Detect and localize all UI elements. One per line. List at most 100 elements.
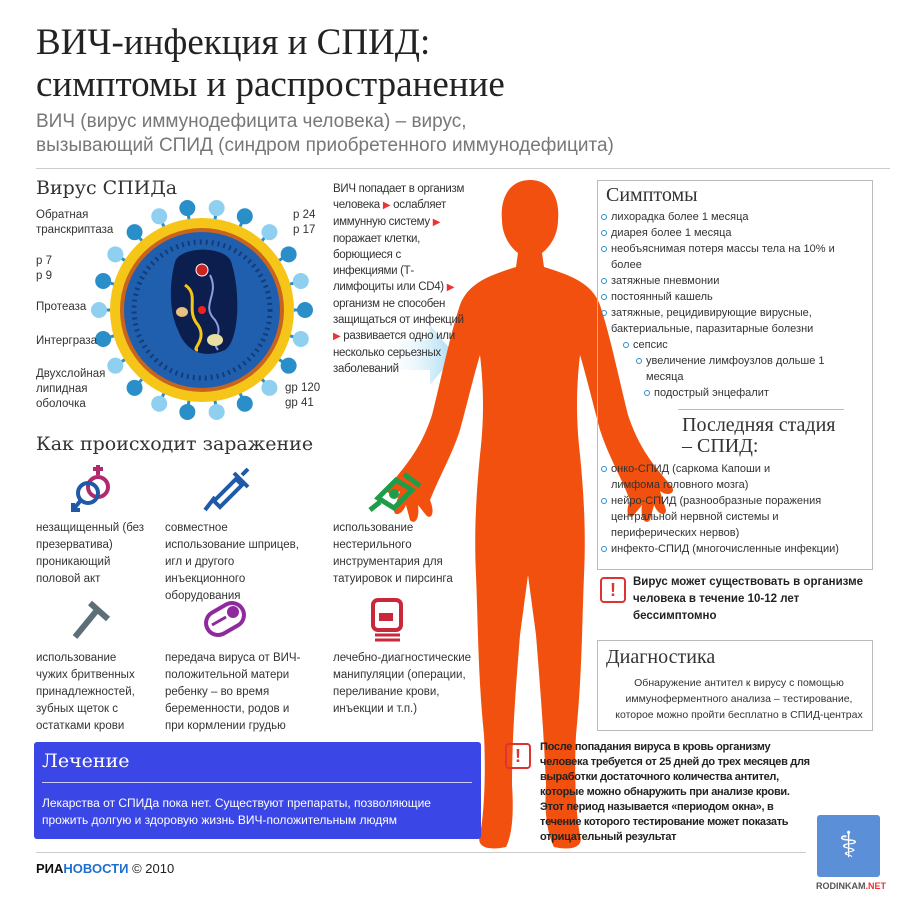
watermark: RODINKAM.NET xyxy=(816,881,886,891)
label-line: p 17 xyxy=(293,224,316,236)
label-line: gp 41 xyxy=(285,397,314,409)
progression-step: поражает клетки, борющиеся с инфекциями … xyxy=(333,233,444,293)
gender-symbols-icon xyxy=(71,465,110,512)
progression-step: ослабляет иммунную систему xyxy=(333,199,446,228)
infection-item: лечебно-диагностические манипуляции (опе… xyxy=(333,652,472,715)
symptom-item: постоянный кашель xyxy=(600,289,862,305)
virus-title: Вирус СПИДа xyxy=(36,177,178,199)
page-title: ВИЧ-инфекция и СПИД: симптомы и распрост… xyxy=(36,22,505,106)
virus-spike xyxy=(208,200,225,217)
title-line: Последняя стадия xyxy=(682,414,836,436)
label-line: Двухслойная xyxy=(36,368,106,380)
label-line: липидная xyxy=(36,383,88,395)
title-line: – СПИД: xyxy=(682,435,759,457)
title-line: симптомы и распространение xyxy=(36,64,505,105)
subtitle: ВИЧ (вирус иммунодефицита человека) – ви… xyxy=(36,110,614,158)
virus-spike xyxy=(126,379,143,396)
label-gp: gp 120 gp 41 xyxy=(285,381,320,411)
virus-spike xyxy=(95,272,112,289)
last-stage-title: Последняя стадия– СПИД: xyxy=(682,415,872,457)
virus-spike xyxy=(107,357,124,374)
infection-item: незащищенный (без презерватива) проникаю… xyxy=(36,522,145,585)
virus-spike xyxy=(91,302,107,318)
infection-item: использование чужих бритвенных принадлеж… xyxy=(36,652,135,732)
last-stage-item: инфекто-СПИД (многочисленные инфекции) xyxy=(600,541,860,557)
symptom-item: увеличение лимфоузлов дольше 1 месяца xyxy=(635,353,862,385)
label-lipid-envelope: Двухслойная липидная оболочка xyxy=(36,367,105,412)
virus-spike xyxy=(107,246,124,263)
warning-latency: Вирус может существовать в организме чел… xyxy=(633,576,864,622)
virus-spike xyxy=(261,379,278,396)
watermark-part: .NET xyxy=(865,881,887,891)
label-integrase: Интерграза xyxy=(36,335,98,347)
label-line: p 7 xyxy=(36,255,52,267)
warning-icon: ! xyxy=(505,743,531,769)
label-line: gp 120 xyxy=(285,382,321,394)
virus-spike xyxy=(292,331,309,348)
warning-icon: ! xyxy=(600,577,626,603)
subtitle-line: ВИЧ (вирус иммунодефицита человека) – ви… xyxy=(36,111,467,132)
blood-bag-icon xyxy=(371,598,403,642)
hiv-virus-diagram xyxy=(91,200,313,420)
virus-spike xyxy=(280,357,297,374)
arrow-icon: ▶ xyxy=(382,200,391,211)
virus-spike xyxy=(151,208,168,225)
label-line: транскриптаза xyxy=(36,224,114,236)
last-stage-item: онко-СПИД (саркома Капоши и лимфома голо… xyxy=(600,461,800,493)
label-protease: Протеаза xyxy=(36,301,87,313)
virus-spike xyxy=(236,395,253,412)
label-line: p 24 xyxy=(293,209,316,221)
label-line: оболочка xyxy=(36,398,86,410)
watermark-part: RODINKAM xyxy=(816,881,866,891)
label-reverse-transcriptase: Обратная транскриптаза xyxy=(36,208,113,238)
symptom-item: затяжные, рецидивирующие вирусные, бакте… xyxy=(600,305,835,337)
symptom-item: диарея более 1 месяца xyxy=(600,225,862,241)
virus-spike xyxy=(280,246,297,263)
progression-step: ВИЧ попадает в организм человека xyxy=(333,183,465,211)
title-line: ВИЧ-инфекция и СПИД: xyxy=(36,22,431,63)
infection-progression: ВИЧ попадает в организм человека ▶ ослаб… xyxy=(333,181,468,377)
virus-spike xyxy=(236,208,253,225)
treatment-text: Лекарства от СПИДа пока нет. Существуют … xyxy=(42,796,431,827)
virus-spike xyxy=(297,302,313,318)
symptom-item: необъяснимая потеря массы тела на 10% и … xyxy=(600,241,835,273)
ria-novosti-logo: РИАНОВОСТИ © 2010 xyxy=(36,861,174,876)
treatment-title: Лечение xyxy=(42,750,130,772)
virus-spike xyxy=(151,395,168,412)
razor-icon xyxy=(72,600,110,639)
diagnostics-box: Диагностика Обнаружение антител к вирусу… xyxy=(597,640,873,731)
symptom-item: лихорадка более 1 месяца xyxy=(600,209,862,225)
syringe-icon xyxy=(203,467,250,512)
divider xyxy=(36,168,890,169)
baby-icon xyxy=(204,601,246,637)
footer-divider xyxy=(36,852,806,853)
arrow-icon: ▶ xyxy=(446,282,455,293)
last-stage-item: нейро-СПИД (разнообразные поражения цент… xyxy=(600,493,825,541)
virus-spike xyxy=(179,200,196,217)
symptoms-box: Симптомы лихорадка более 1 месяца диарея… xyxy=(597,180,873,570)
label-line: Обратная xyxy=(36,209,89,221)
arrow-icon: ▶ xyxy=(432,217,441,228)
infection-item: передача вируса от ВИЧ-положительной мат… xyxy=(165,652,301,732)
symptom-item: сепсис xyxy=(622,337,862,353)
symptoms-title: Симптомы xyxy=(606,184,698,206)
logo-part: НОВОСТИ xyxy=(63,861,129,876)
copyright: © 2010 xyxy=(132,861,175,876)
arrow-icon: ▶ xyxy=(333,331,341,342)
label-line: p 9 xyxy=(36,270,52,282)
tattoo-machine-icon xyxy=(368,472,422,512)
virus-spike xyxy=(179,403,196,420)
treatment-box: Лечение Лекарства от СПИДа пока нет. Сущ… xyxy=(34,742,481,839)
symptom-item: затяжные пневмонии xyxy=(600,273,862,289)
progression-step: развивается одно или несколько серьезных… xyxy=(333,330,455,375)
infection-item: использование нестерильного инструментар… xyxy=(333,522,453,585)
virus-spike xyxy=(261,224,278,241)
caduceus-icon: ⚕ xyxy=(817,815,880,877)
subtitle-line: вызывающий СПИД (синдром приобретенного … xyxy=(36,135,614,156)
infection-title: Как происходит заражение xyxy=(36,433,314,455)
diagnostics-text: Обнаружение антител к вирусу с помощью и… xyxy=(615,677,863,721)
infection-item: совместное использование шприцев, игл и … xyxy=(165,522,299,602)
virus-spike xyxy=(208,403,225,420)
label-p24-p17: p 24 p 17 xyxy=(293,208,315,238)
